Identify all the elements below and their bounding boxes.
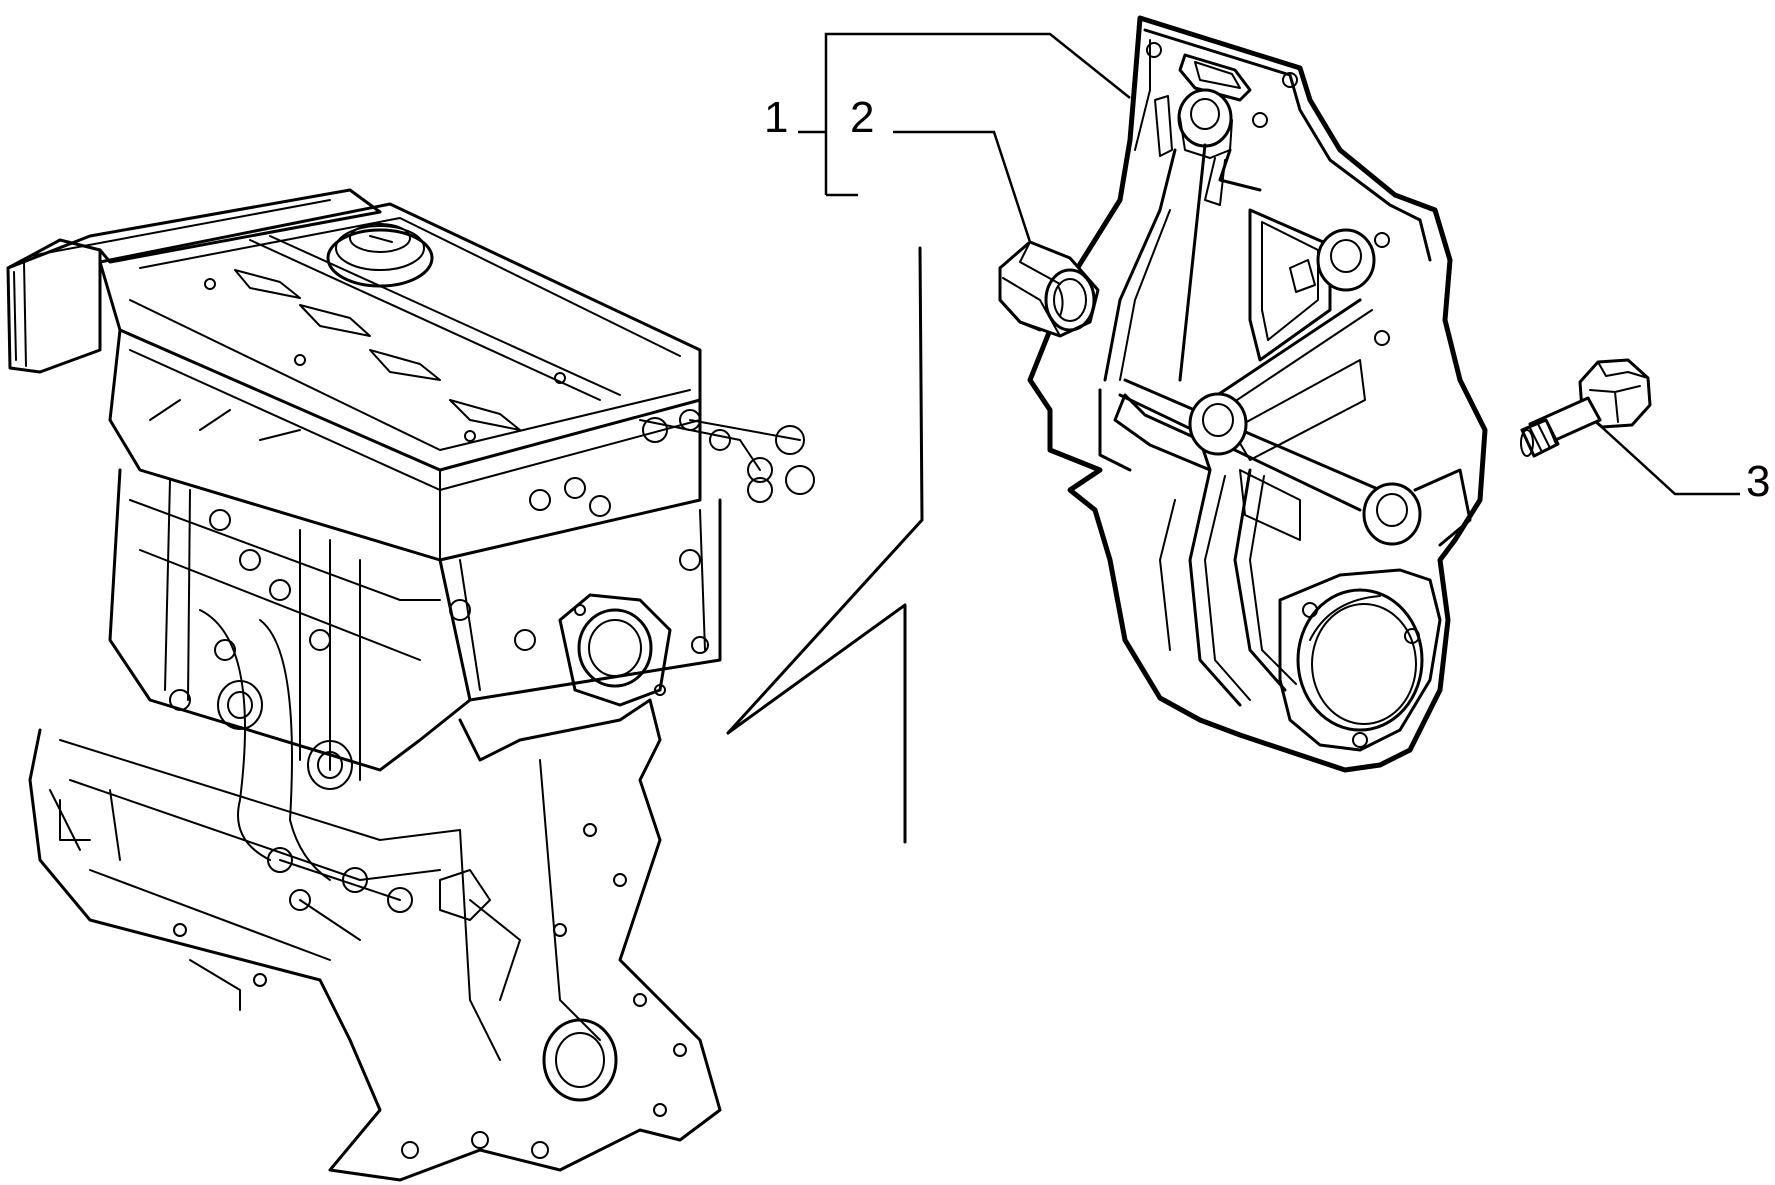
callout-1: 1 [764, 93, 788, 142]
bushing [998, 240, 1100, 338]
callout-3: 3 [1746, 457, 1770, 506]
assembly-arrow [726, 246, 924, 844]
leader-lines [798, 32, 1740, 496]
bolt [1520, 358, 1652, 458]
engine-mounting-bracket [1027, 15, 1488, 773]
engine-block-illustration [6, 188, 815, 1182]
callout-2: 2 [850, 93, 874, 142]
callout-labels: 1 2 3 [764, 93, 1770, 506]
